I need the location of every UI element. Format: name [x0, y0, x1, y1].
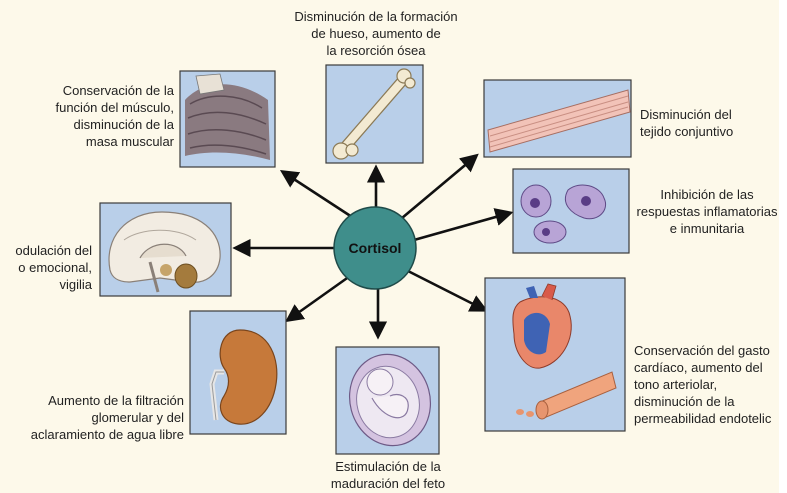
arrow-to-cardiac [406, 270, 485, 310]
cortisol-hub: Cortisol [334, 207, 416, 289]
hub-label: Cortisol [349, 240, 402, 256]
arrow-to-inflammation [414, 213, 510, 240]
label-muscle: Conservación de la función del músculo, … [18, 82, 174, 150]
immune-panel [513, 169, 629, 253]
label-inflammation: Inhibición de las respuestas inflamatori… [632, 186, 782, 237]
arrow-to-connective [402, 156, 476, 218]
brain-panel [100, 203, 231, 296]
label-connective: Disminución del tejido conjuntivo [640, 106, 780, 140]
fetus-panel [336, 345, 441, 455]
arrow-to-muscle [283, 172, 352, 217]
label-fetus: Estimulación de la maduración del feto [308, 458, 468, 492]
label-bone: Disminución de la formación de hueso, au… [256, 8, 496, 59]
right-margin [779, 0, 787, 493]
cardiac-panel [485, 278, 625, 431]
muscle-panel [180, 71, 275, 167]
arrow-to-kidney [288, 276, 350, 320]
label-kidney: Aumento de la filtración glomerular y de… [10, 392, 184, 443]
connective-panel [484, 80, 631, 157]
label-cardiac: Conservación del gasto cardíaco, aumento… [634, 342, 787, 427]
bone-panel [326, 65, 423, 163]
label-mood: odulación del o emocional, vigilia [0, 242, 92, 293]
kidney-panel [190, 311, 286, 434]
